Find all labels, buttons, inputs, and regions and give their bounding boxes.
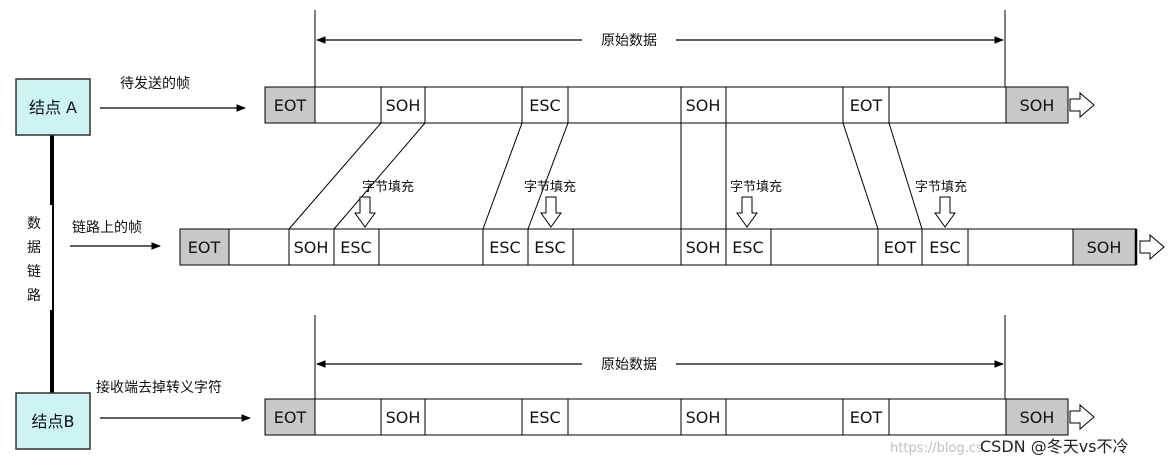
byte-stuffing-label-2: 字节填充 bbox=[524, 179, 576, 195]
bot-text-eot-mid: EOT bbox=[850, 408, 883, 427]
data-link-char-4: 路 bbox=[27, 288, 41, 304]
bottom-original-data-label: 原始数据 bbox=[601, 357, 657, 373]
stuffing-down-arrow-4 bbox=[934, 196, 956, 228]
bottom-hollow-arrow bbox=[1069, 403, 1095, 431]
mid-text-eot-start: EOT bbox=[188, 238, 221, 257]
node-a-label: 结点 A bbox=[29, 98, 77, 117]
mid-cell-soh-end bbox=[1072, 228, 1137, 266]
stuffing-down-arrow-2 bbox=[540, 196, 562, 228]
bot-text-eot-start: EOT bbox=[274, 408, 307, 427]
node-b-label: 结点B bbox=[32, 412, 75, 431]
middle-hollow-arrow bbox=[1139, 233, 1165, 261]
frame-to-send-label: 待发送的帧 bbox=[120, 76, 190, 92]
mid-cell-esc-1 bbox=[333, 228, 380, 266]
top-text-esc: ESC bbox=[529, 96, 560, 115]
bot-cell-soh-end bbox=[1005, 398, 1069, 436]
stuffing-down-arrow-3 bbox=[736, 196, 758, 228]
mid-text-soh-end: SOH bbox=[1087, 238, 1122, 257]
stuffing-mapping-lines bbox=[288, 122, 923, 230]
byte-stuffing-label-1: 字节填充 bbox=[362, 179, 414, 195]
top-cell-soh-end bbox=[1005, 86, 1069, 124]
bot-text-soh-1: SOH bbox=[386, 408, 421, 427]
receiver-removes-label: 接收端去掉转义字符 bbox=[96, 379, 222, 396]
bot-cell-soh-1 bbox=[380, 398, 426, 436]
mid-text-esc-1: ESC bbox=[340, 238, 371, 257]
data-link-char-3: 链 bbox=[27, 264, 41, 280]
top-cell-eot-mid bbox=[842, 86, 890, 124]
bot-cell-eot-start bbox=[264, 398, 316, 436]
top-text-soh-2: SOH bbox=[686, 96, 721, 115]
top-cell-esc bbox=[521, 86, 569, 124]
mid-cell-eot-start bbox=[179, 228, 230, 266]
top-text-soh-1: SOH bbox=[386, 96, 421, 115]
top-text-soh-end: SOH bbox=[1020, 96, 1055, 115]
frame-on-link-label: 链路上的帧 bbox=[72, 220, 142, 236]
bot-text-soh-2: SOH bbox=[686, 408, 721, 427]
mid-text-eot-mid: EOT bbox=[884, 238, 917, 257]
watermark-credit: CSDN @冬天vs不冷 bbox=[980, 437, 1129, 456]
bot-text-esc: ESC bbox=[529, 408, 560, 427]
mid-text-esc-2: ESC bbox=[489, 238, 520, 257]
bot-text-soh-end: SOH bbox=[1020, 408, 1055, 427]
bot-cell-eot-mid bbox=[842, 398, 890, 436]
watermark-url: https://blog.cs bbox=[890, 441, 983, 456]
stuffing-down-arrow-1 bbox=[354, 196, 376, 228]
mid-cell-esc-5 bbox=[921, 228, 969, 266]
bot-cell-soh-2 bbox=[680, 398, 727, 436]
data-link-char-1: 数 bbox=[27, 216, 41, 232]
mid-text-soh-1: SOH bbox=[294, 238, 329, 257]
mid-text-esc-4: ESC bbox=[732, 238, 763, 257]
mid-text-esc-3: ESC bbox=[534, 238, 565, 257]
top-cell-eot-start bbox=[264, 86, 316, 124]
data-link-char-2: 据 bbox=[27, 240, 41, 256]
bot-cell-esc bbox=[521, 398, 569, 436]
mid-cell-esc-4 bbox=[725, 228, 772, 266]
mid-text-soh-2: SOH bbox=[686, 238, 721, 257]
top-text-eot-start: EOT bbox=[274, 96, 307, 115]
byte-stuffing-label-4: 字节填充 bbox=[915, 179, 967, 195]
top-frame-bar bbox=[264, 86, 1069, 124]
mid-cell-esc-3 bbox=[527, 228, 574, 266]
node-b-box bbox=[15, 392, 91, 450]
top-text-eot-mid: EOT bbox=[850, 96, 883, 115]
top-hollow-arrow bbox=[1069, 91, 1095, 119]
top-cell-soh-1 bbox=[380, 86, 426, 124]
mid-text-esc-5: ESC bbox=[929, 238, 960, 257]
node-a-box bbox=[15, 78, 91, 136]
byte-stuffing-label-3: 字节填充 bbox=[730, 179, 782, 195]
top-cell-soh-2 bbox=[680, 86, 727, 124]
original-data-label: 原始数据 bbox=[601, 33, 657, 49]
